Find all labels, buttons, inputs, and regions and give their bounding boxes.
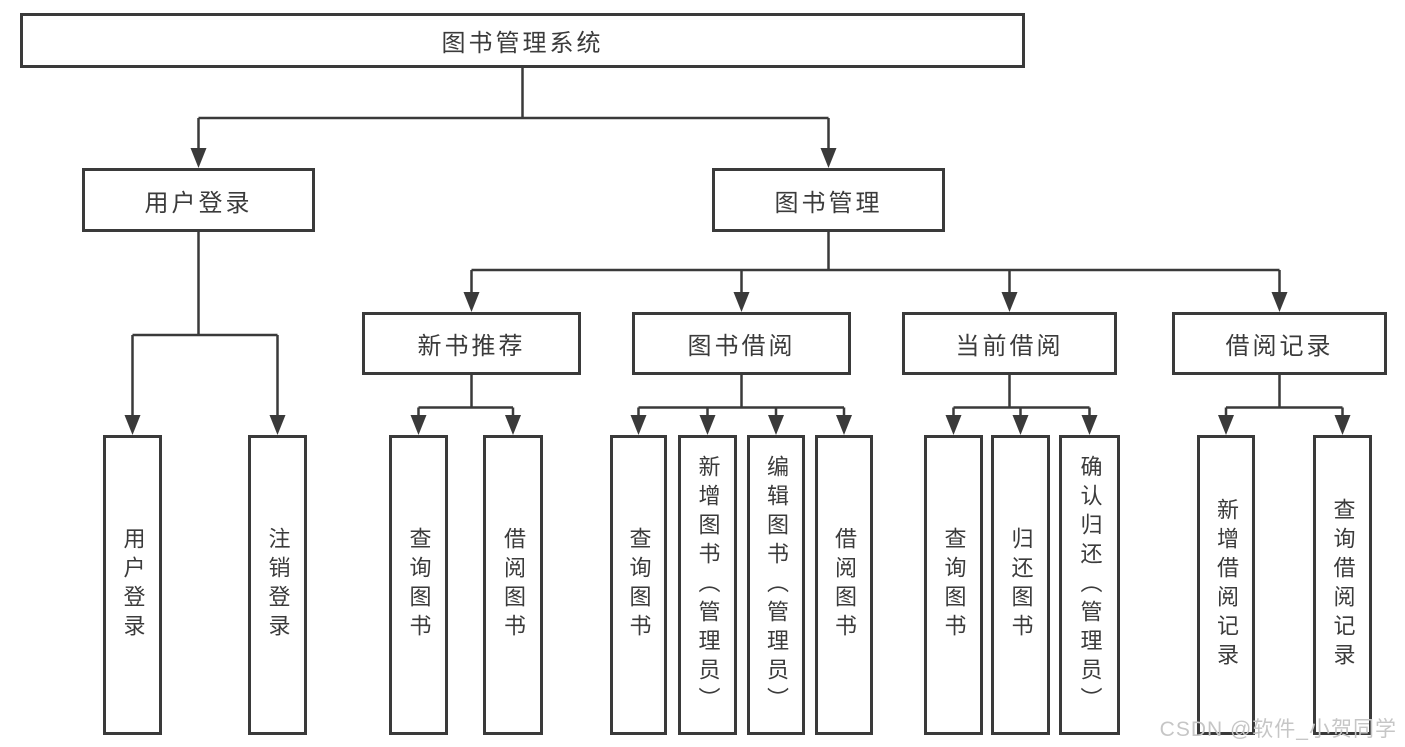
- leaf-add-borrow-record: 新增借阅记录: [1197, 435, 1255, 735]
- node-borrowing-records: 借阅记录: [1172, 312, 1387, 375]
- node-book-borrowing: 图书借阅: [632, 312, 851, 375]
- leaf-query-books-recommend: 查询图书: [389, 435, 448, 735]
- leaf-query-books-borrowing: 查询图书: [610, 435, 667, 735]
- leaf-query-borrow-record: 查询借阅记录: [1313, 435, 1372, 735]
- leaf-confirm-return-admin: 确认归还（管理员）: [1059, 435, 1120, 735]
- node-current-borrowing: 当前借阅: [902, 312, 1117, 375]
- node-user-login: 用户登录: [82, 168, 315, 232]
- leaf-add-books-admin: 新增图书（管理员）: [678, 435, 737, 735]
- leaf-edit-books-admin: 编辑图书（管理员）: [747, 435, 805, 735]
- leaf-return-books: 归还图书: [991, 435, 1050, 735]
- leaf-query-books-current: 查询图书: [924, 435, 983, 735]
- leaf-borrow-books-borrowing: 借阅图书: [815, 435, 873, 735]
- leaf-borrow-books-recommend: 借阅图书: [483, 435, 543, 735]
- node-book-management: 图书管理: [712, 168, 945, 232]
- arrowhead-icons: [124, 148, 1351, 435]
- csdn-watermark: CSDN @软件_小贺同学: [1159, 718, 1397, 741]
- leaf-logout: 注销登录: [248, 435, 307, 735]
- leaf-user-login: 用户登录: [103, 435, 162, 735]
- node-new-book-recommend: 新书推荐: [362, 312, 581, 375]
- node-library-system: 图书管理系统: [20, 13, 1025, 68]
